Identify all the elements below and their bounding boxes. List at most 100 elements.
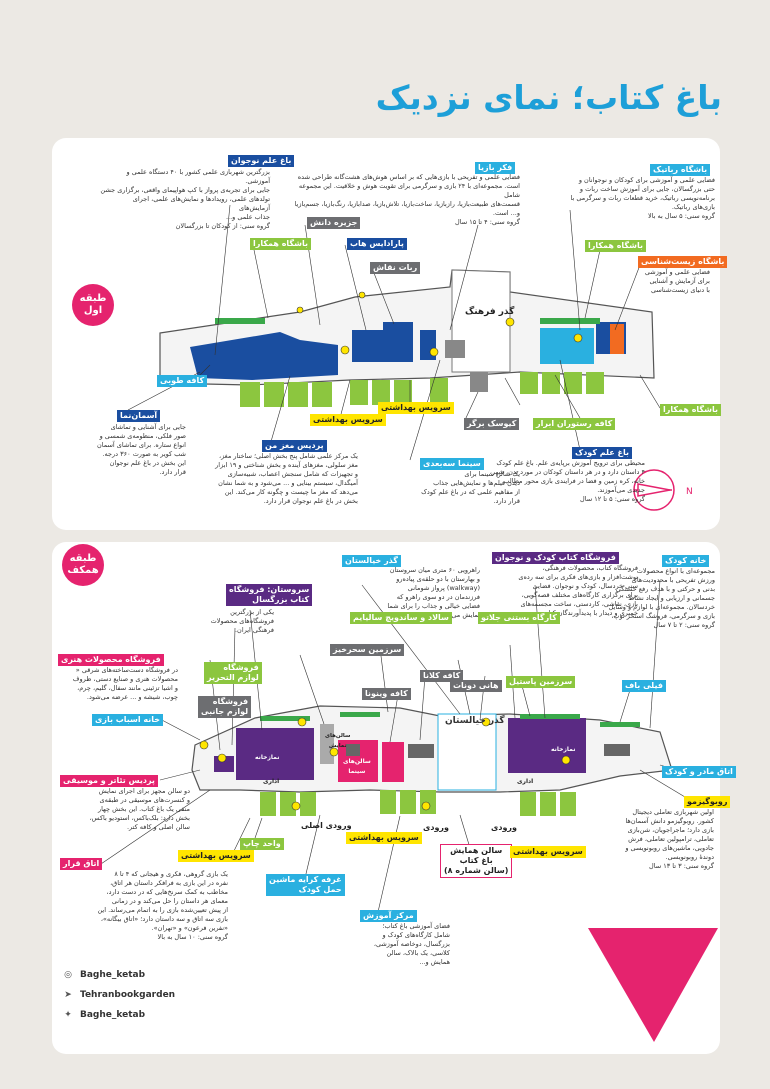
label-khane-kodak: خانه کودک [662,555,710,567]
label-cinema-3d: سینما سه‌بعدی [420,458,484,470]
label-entrance-1: ورودی [423,823,449,832]
label-gozar-kheyalestan: گذر خیالستان [342,555,401,567]
zist-area [610,324,624,354]
label-cinema-hall: سالن‌های سینما [343,758,371,775]
desc-zist: فضایی علمی و آموزشی برای آزمایش و آشنایی… [644,268,710,294]
floor1-badge: طبقه اول [72,284,114,326]
label-cafe-vinona: کافه وینونا [362,688,411,700]
floor2-stalls [260,790,576,816]
desc-robotic: فضایی علمی و آموزشی برای کودکان و نوجوان… [570,176,715,220]
desc-pardis-maghz: یک مرکز علمی شامل پنج بخش اصلی؛ ساختار م… [215,452,358,505]
label-sarzamin-sahar: سرزمین سحرخیز [330,644,405,656]
label-robo-gizmo: روبوگیزمو [684,796,731,808]
namayesh-area [382,742,404,782]
floor2-green-bars [260,712,640,727]
label-kargah-jelatoo: کارگاه بستنی جلاتو [478,612,560,624]
instagram-link[interactable]: ◎ Baghe_ketab [62,970,145,980]
hamkara-bar-1 [215,318,265,324]
gray-block-4 [408,744,434,758]
desc-fekrbazi: فضایی علمی و تفریحی با بازی‌هایی که بر ا… [294,173,520,226]
label-cafe-abrar: کافه رستوران ابرار [533,418,616,430]
label-salon-hamayesh: سالن همایش باغ کتاب (سالن شماره ۸) [440,844,513,878]
label-markaz-amoozesh: مرکز آموزش [360,910,417,922]
label-robot-painter: ربات نقاش [370,262,421,274]
label-vahed-chap: واحد چاپ [240,838,284,850]
label-edari-2: اداری [517,778,534,785]
instagram-handle: Baghe_ketab [80,970,146,980]
gray-block-1 [445,340,465,358]
desc-science-kid: محیطی برای ترویج آموزش برپایه‌ی علم. باغ… [489,459,645,503]
science-kid-area [540,328,594,364]
twitter-icon: ✦ [64,1010,72,1020]
floor1-leader-lines [127,204,661,461]
twitter-handle: Baghe_ketab [80,1010,146,1020]
label-zist: باشگاه زیست‌شناسی [638,256,728,268]
label-fekrbazi: فکر بازیا [475,162,516,174]
label-sala-sandwich: سالاد و ساندویچ سالیایم [350,612,452,624]
label-fil-baf: فیلی باف [622,680,666,692]
label-wc-5: سرویس بهداشتی [510,846,586,858]
telegram-icon: ➤ [64,990,72,1000]
svg-text:N: N [686,487,693,497]
robot-block [383,322,413,362]
label-mother-kid-room: اتاق مادر و کودک [662,766,736,778]
desc-crafts: در فروشگاه دست‌ساخته‌های شرقی « محصولات … [72,666,178,701]
label-otagh-gharar: اتاق قرار [60,858,103,870]
twitter-link[interactable]: ✦ Baghe_ketab [62,1010,145,1020]
desc-robo-gizmo: اولین شهربازی تعاملی دیجیتال کشور. روبوگ… [625,808,714,870]
label-namaz-2: نمازخانه [551,746,576,753]
floor2-badge: طبقه همکف [62,544,104,586]
desc-sarvestan: یکی از بزرگترین فروشگاه‌های محصولات فرهن… [210,608,274,634]
label-namaz-1: نمازخانه [255,754,280,761]
label-edari-1: اداری [263,778,280,785]
label-wc-2: سرویس بهداشتی [378,402,454,414]
label-namayesh-hall: سالن‌های نمایش [325,733,351,749]
telegram-handle: Tehranbookgarden [80,990,176,1000]
label-pardis-maghz: پردیس مغز من [262,440,327,452]
label-hamkara-2: باشگاه همکارا [585,240,646,252]
telegram-link[interactable]: ➤ Tehranbookgarden [62,990,175,1000]
desc-markaz: فضای آموزشی باغ کتاب؛ شامل کارگاه‌های کو… [373,922,450,966]
paradise-hub-block [352,330,384,362]
desc-aseman-nama: جایی برای آشنایی و تماشای صور فلکی، منظو… [96,423,186,476]
label-honey-donut: هانی دونات [450,680,502,692]
label-kheyalestan-corridor: گذر خیالستان [445,716,505,726]
label-toys: خانه اسباب بازی [92,714,164,726]
shop-kid-area [508,718,586,773]
social-links: ◎ Baghe_ketab ➤ Tehranbookgarden ✦ Baghe_ke… [52,960,192,1034]
compass-icon [633,469,675,511]
desc-cinema-3d: یک سالن سینما برای دیدن فیلم‌ها و نمایش‌… [421,470,520,505]
instagram-icon: ◎ [64,970,72,980]
kheyalestan-corridor [437,713,497,791]
label-cafe-toobi: کافه طوبی [157,375,208,387]
gray-block-6 [346,744,360,756]
kiosk-block [470,372,488,392]
label-wc-1: سرویس بهداشتی [310,414,386,426]
label-tahrir-shop: فروشگاه لوازم التحریر [204,662,262,684]
desc-shop-kid: فروشگاه کتاب، محصولات فرهنگی، نوشت‌افزار… [518,564,638,617]
label-entrance-2: ورودی [491,823,517,832]
desc-theater: دو سالن مجهز برای اجرای نمایش و کنسرت‌ها… [89,787,190,831]
page-title: باغ کتاب؛ نمای نزدیک [375,78,723,117]
sarvestan-area [236,728,314,780]
label-kids-gear: فروشگاه لوازم جانبی [198,696,252,718]
desc-otagh-gharar: یک بازی گروهی، فکری و هیجانی که ۴ تا ۸ ن… [97,870,228,941]
gray-block-5 [604,744,630,756]
label-aseman-nama: آسمان‌نما [117,410,161,422]
label-stroller: غرفه کرایه ماشین حمل کودک [266,874,345,896]
label-sarzamin-pastil: سرزمین پاستیل [506,676,576,688]
label-gozar-farhang: گذر فرهنگ [465,307,515,317]
label-paradise-hub: پارادایس هاب [347,238,407,250]
label-wc-4: سرویس بهداشتی [346,832,422,844]
label-jazire: جزیره دانش [307,217,361,229]
label-wc-3: سرویس بهداشتی [178,850,254,862]
science-youth-area [190,332,338,380]
label-crafts-shop: فروشگاه محصولات هنری [58,654,164,666]
decorative-triangle [588,928,718,1042]
label-hamkara-1: باشگاه همکارا [250,238,311,250]
label-robotic: باشگاه رباتیک [650,164,711,176]
label-entrance-main: ورودی اصلی [301,821,352,830]
desc-khane-kodak: مجموعه‌ای با انواع محصولات ورزش تفریحی ب… [608,567,715,629]
floor1-markers [296,291,583,357]
